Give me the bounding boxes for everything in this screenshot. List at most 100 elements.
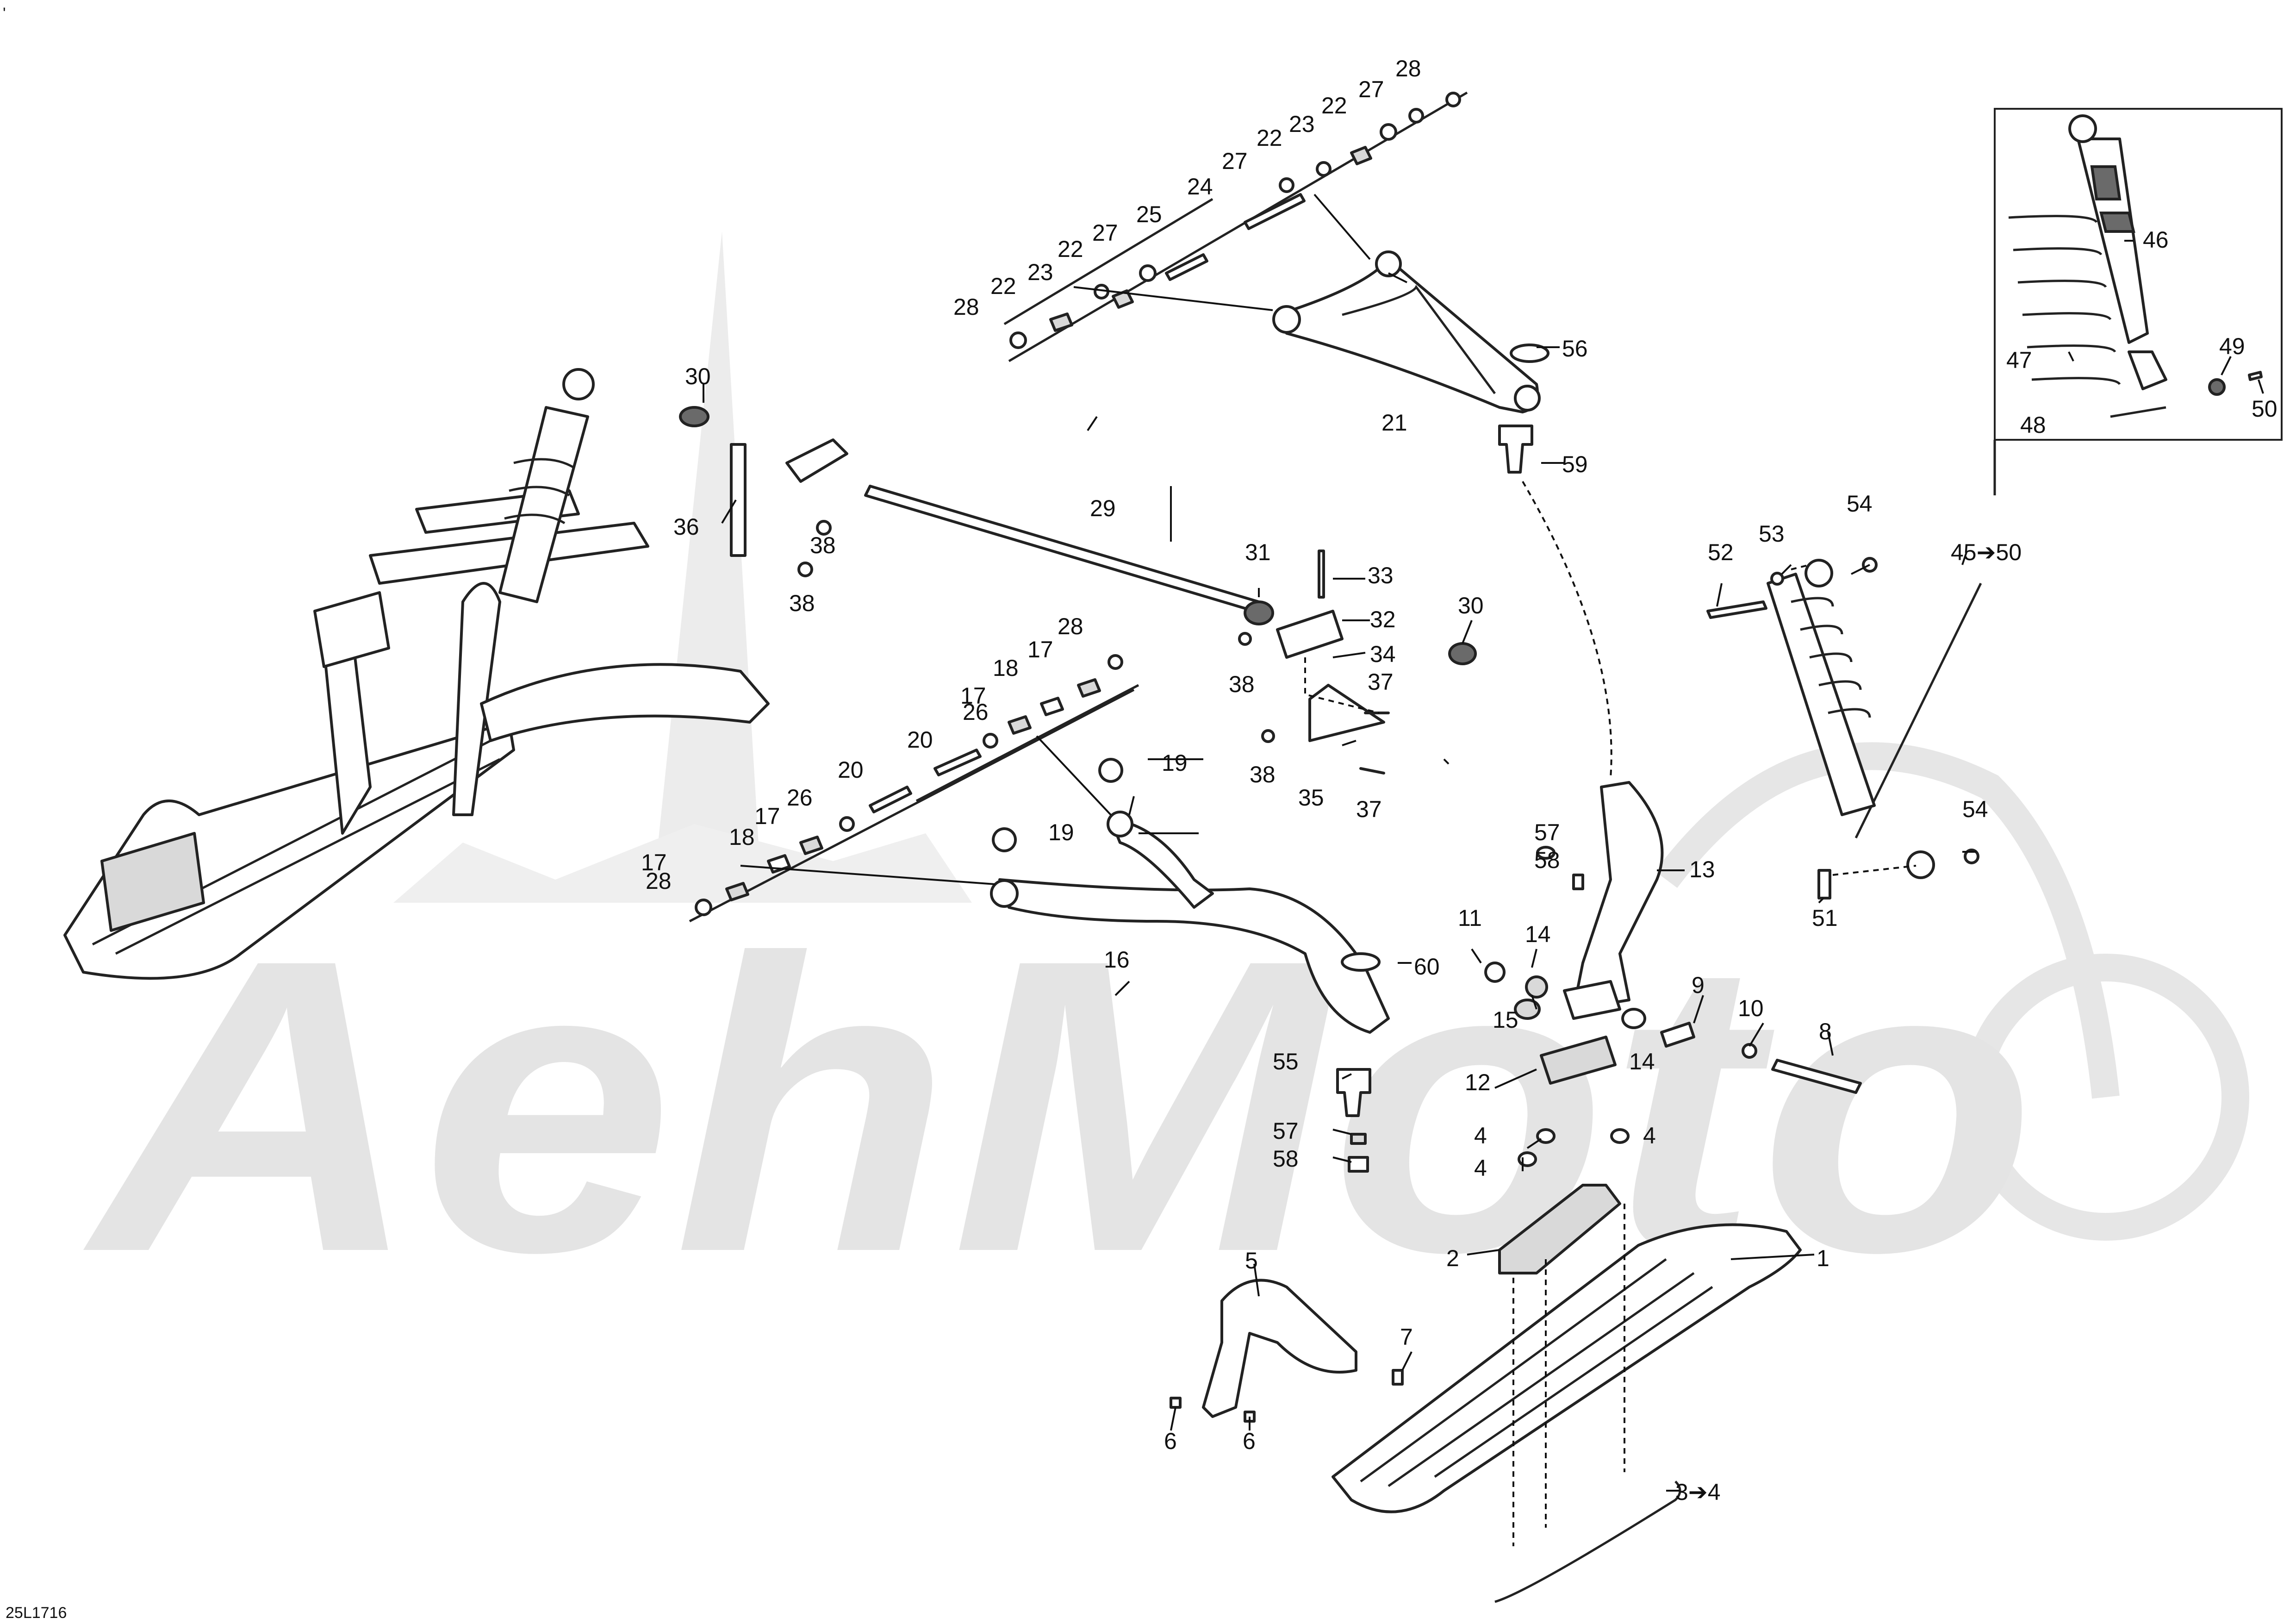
callout-11: 11: [1458, 905, 1482, 931]
callout-38: 38: [1250, 762, 1276, 787]
callout-24: 24: [1187, 174, 1213, 200]
callout-38: 38: [789, 590, 815, 616]
callout-22: 22: [1257, 125, 1282, 151]
callout-58: 58: [1534, 847, 1560, 873]
callout-17: 17: [641, 849, 667, 875]
callout-53: 53: [1759, 521, 1785, 547]
callout-4: 4: [1474, 1155, 1487, 1181]
callout-18: 18: [993, 655, 1019, 681]
callout-19: 19: [1048, 819, 1074, 845]
callout-7: 7: [1400, 1324, 1413, 1350]
callout-26: 26: [963, 699, 989, 725]
callout-2: 2: [1446, 1245, 1459, 1271]
callout-4: 4: [1474, 1123, 1487, 1149]
shock-spring: [2008, 215, 2121, 385]
callout-6: 6: [1164, 1428, 1177, 1454]
callout-26: 26: [787, 785, 813, 811]
sway-bar: [864, 485, 1260, 612]
callout-36: 36: [673, 514, 699, 540]
callout-16: 16: [1104, 947, 1130, 973]
callout-13: 13: [1689, 856, 1715, 882]
spindle-group: [1484, 481, 1862, 1094]
callout-48: 48: [2020, 412, 2046, 438]
callout-17: 17: [960, 683, 986, 709]
spindle: [1572, 781, 1664, 1011]
callout-22: 22: [1321, 93, 1347, 119]
callout-45-to-50: 45➔50: [1951, 539, 2022, 565]
callout-18: 18: [729, 824, 755, 850]
callout-50: 50: [2252, 396, 2277, 422]
callout-37: 37: [1368, 669, 1394, 695]
figure-code: 25L1716: [6, 1604, 67, 1622]
callout-58: 58: [1273, 1146, 1299, 1172]
callout-38: 38: [1229, 671, 1255, 697]
ski-bracket: [1498, 1184, 1621, 1274]
lower-a-arm-group: [689, 654, 1390, 1173]
upper-a-arm-group: [1003, 91, 1550, 474]
callout-1: 1: [1817, 1245, 1829, 1271]
callout-51: 51: [1812, 905, 1838, 931]
callout-30: 30: [1458, 593, 1484, 618]
callout-21: 21: [1381, 410, 1407, 436]
callout-5: 5: [1245, 1248, 1258, 1274]
callout-57: 57: [1534, 819, 1560, 845]
lower-bushings: [695, 654, 1124, 916]
callout-14: 14: [1525, 921, 1551, 947]
callout-23: 23: [1289, 111, 1315, 137]
callout-47: 47: [2006, 347, 2032, 373]
callout-19: 19: [1162, 750, 1188, 776]
callout-29: 29: [1090, 495, 1116, 521]
callout-3-to-4: 3➔4: [1675, 1479, 1721, 1505]
callout-55: 55: [1273, 1049, 1299, 1074]
callout-46: 46: [2143, 227, 2169, 253]
ski-runner: [1494, 1480, 1681, 1603]
callout-17: 17: [1027, 637, 1053, 662]
callout-33: 33: [1368, 562, 1394, 588]
ski: [1332, 1223, 1802, 1513]
callout-34: 34: [1370, 641, 1396, 667]
callout-10: 10: [1738, 995, 1764, 1021]
callout-17: 17: [754, 803, 780, 829]
callout-22: 22: [990, 273, 1016, 299]
corner-mark: ': [3, 5, 6, 22]
assembled-suspension-view: [63, 368, 770, 980]
callout-labels: 1 2 3➔4 4 4 4 5 6 6 7 8 9 10 11 12 13 14…: [641, 56, 2277, 1505]
upper-a-arm: [1276, 258, 1539, 413]
callout-52: 52: [1708, 539, 1734, 565]
callout-28: 28: [1395, 56, 1421, 81]
callout-37: 37: [1356, 796, 1382, 822]
callout-27: 27: [1358, 76, 1384, 102]
callout-54: 54: [1962, 796, 1988, 822]
callout-56: 56: [1562, 336, 1588, 362]
callout-14: 14: [1629, 1049, 1655, 1074]
sway-bar-group: [679, 406, 1477, 775]
callout-4: 4: [1643, 1123, 1656, 1149]
callout-23: 23: [1027, 259, 1053, 285]
callout-57: 57: [1273, 1118, 1299, 1144]
callout-31: 31: [1245, 539, 1271, 565]
callout-9: 9: [1692, 972, 1705, 998]
callout-27: 27: [1092, 220, 1118, 246]
callout-6: 6: [1243, 1428, 1256, 1454]
shock-absorber-group: [1706, 108, 2283, 899]
callout-60: 60: [1414, 954, 1440, 980]
callout-25: 25: [1136, 201, 1162, 227]
callout-38: 38: [810, 532, 836, 558]
callout-30: 30: [685, 363, 711, 389]
callout-35: 35: [1298, 785, 1324, 811]
callout-27: 27: [1222, 148, 1248, 174]
callout-54: 54: [1847, 491, 1873, 517]
callout-leaders: [703, 240, 2264, 1492]
callout-12: 12: [1465, 1069, 1491, 1095]
callout-22: 22: [1058, 236, 1083, 262]
callout-28: 28: [1058, 613, 1083, 639]
upper-bushings: [1009, 92, 1461, 349]
shock-detail-frame: [1994, 108, 2283, 441]
callout-28: 28: [646, 868, 672, 894]
callout-20: 20: [838, 757, 864, 783]
callout-20: 20: [907, 727, 933, 753]
callout-28: 28: [953, 294, 979, 320]
callout-59: 59: [1562, 451, 1588, 477]
callout-8: 8: [1819, 1018, 1832, 1044]
